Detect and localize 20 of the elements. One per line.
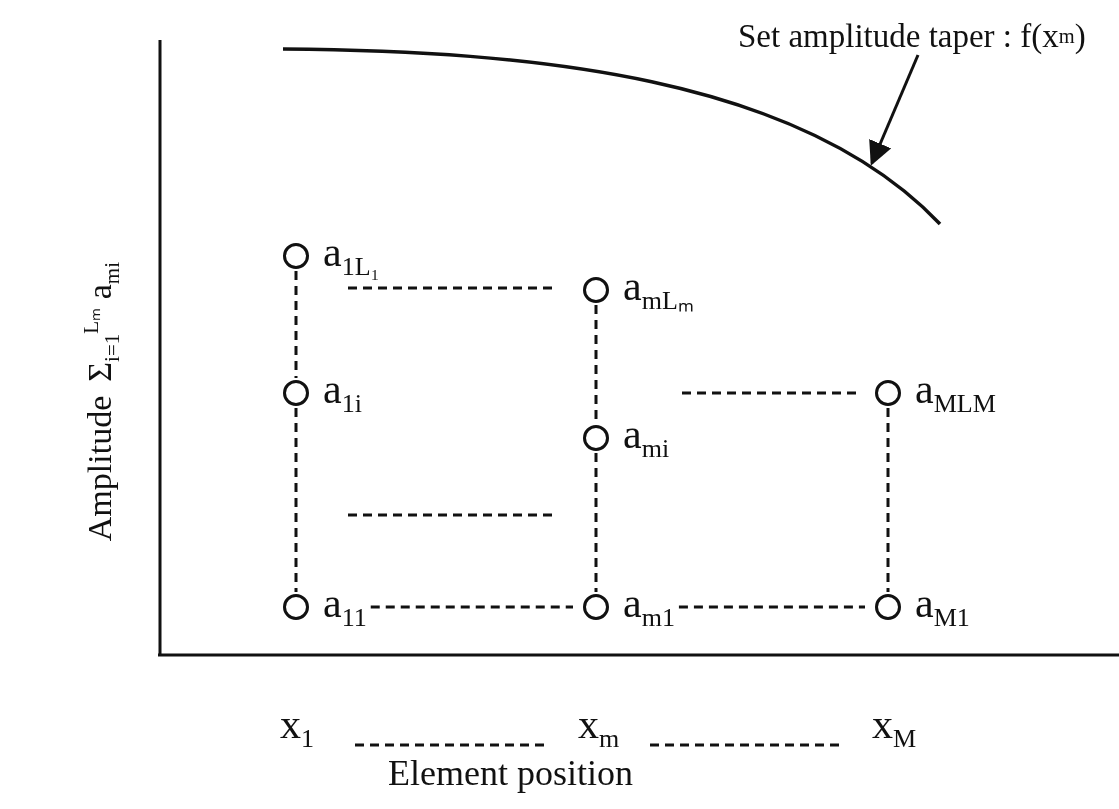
dotted-connector — [294, 408, 298, 592]
dotted-connector — [678, 605, 865, 609]
element-label: a$_{M1}$ — [915, 582, 970, 632]
axis-title: Element position — [388, 752, 633, 794]
element-label: a$_{mi}$ — [623, 413, 670, 463]
element-label: a$_{11}$ — [323, 582, 367, 632]
dotted-connector — [594, 453, 598, 592]
element-label: a$_{MLM}$ — [915, 368, 996, 418]
dotted-connector — [294, 271, 298, 378]
leader-line — [869, 54, 920, 166]
tick-label: x$_{m}$ — [578, 700, 620, 755]
element-label: a$_{m1}$ — [623, 582, 675, 632]
dotted-connector — [370, 605, 573, 609]
tick-label: x$_{M}$ — [872, 700, 917, 755]
tick-label: x$_{1}$ — [280, 700, 314, 755]
element-label: a$_{1L₁}$ — [323, 231, 380, 281]
axis-title: Amplitude — [81, 395, 119, 542]
dotted-connector — [886, 408, 890, 592]
element-label: a$_{1i}$ — [323, 368, 362, 418]
element-label: a$_{mLₘ}$ — [623, 265, 694, 315]
